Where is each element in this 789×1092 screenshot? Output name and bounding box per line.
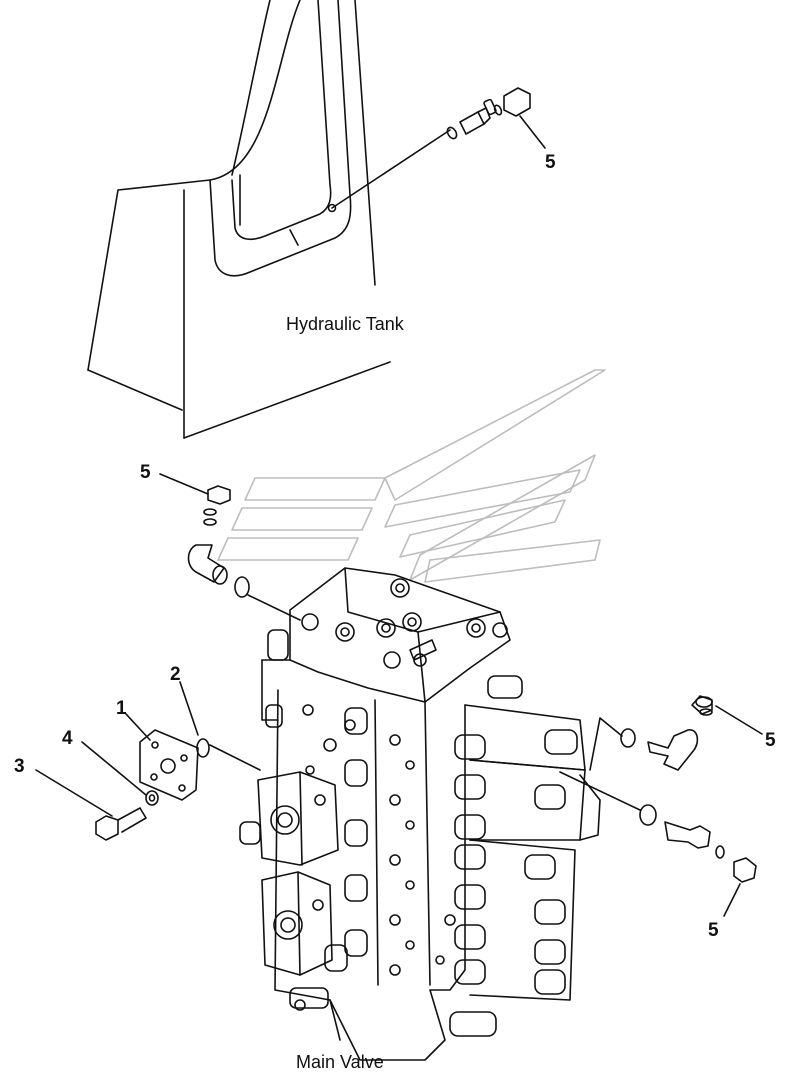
callout-5-right-lower: 5 (708, 920, 719, 941)
flange-assembly (35, 681, 261, 841)
callout-2: 2 (170, 664, 181, 685)
tank-fitting (331, 87, 546, 209)
main-valve-label: Main Valve (296, 1052, 384, 1072)
callout-3: 3 (14, 756, 25, 777)
callout-5-left: 5 (140, 462, 151, 483)
watermark-logo (217, 369, 606, 583)
callout-1: 1 (116, 698, 127, 719)
hydraulic-tank-label: Hydraulic Tank (286, 314, 404, 334)
callout-5-right-upper: 5 (765, 730, 776, 751)
left-elbow-fitting (159, 473, 301, 621)
callout-4: 4 (62, 728, 73, 749)
main-valve-body (239, 567, 601, 1061)
callout-5-top: 5 (545, 152, 556, 173)
right-fittings (559, 695, 763, 917)
hydraulic-tank (87, 0, 391, 439)
